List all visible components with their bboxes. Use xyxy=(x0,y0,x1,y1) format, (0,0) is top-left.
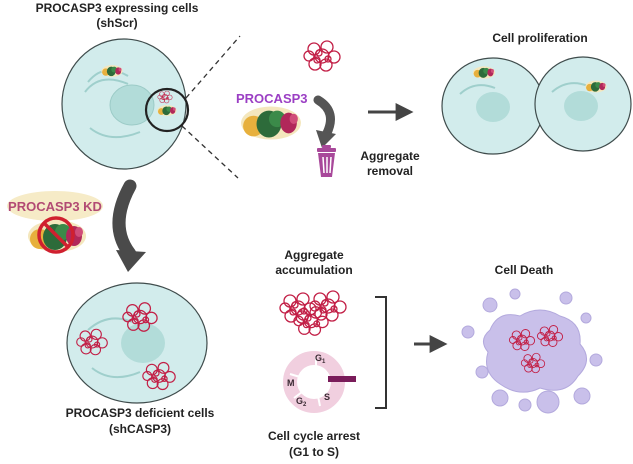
procasp3-protein-icon xyxy=(101,65,123,77)
curved-down-arrow-icon xyxy=(112,179,137,261)
shscr-cell xyxy=(61,38,190,170)
aggregate-removal-label-1: Aggregate xyxy=(360,149,420,163)
kd-label-bg xyxy=(7,191,103,221)
cycle-g2: G2 xyxy=(296,396,307,408)
deficient-subtitle: (shCASP3) xyxy=(109,422,171,436)
aggregate-cluster-icon xyxy=(279,290,347,336)
zoom-circle xyxy=(144,87,190,133)
curved-arrow-icon xyxy=(313,95,335,140)
cell-cycle-diagram: G1 M G2 S xyxy=(283,351,356,413)
shscr-subtitle: (shScr) xyxy=(96,16,137,30)
procasp3-protein-icon xyxy=(472,66,496,79)
trash-icon xyxy=(317,145,336,177)
deficient-title: PROCASP3 deficient cells xyxy=(66,406,215,420)
curved-down-arrow-head xyxy=(116,250,146,272)
aggregate-accumulation-label-2: accumulation xyxy=(275,263,352,277)
aggregate-cluster-icon xyxy=(302,39,342,73)
cycle-g1: G1 xyxy=(315,353,326,365)
procasp3-protein-icon xyxy=(157,105,177,116)
cycle-s: S xyxy=(324,392,330,402)
zoom-line-top xyxy=(185,35,241,99)
cycle-arrest-label-2: (G1 to S) xyxy=(289,445,339,459)
aggregate-accumulation-label-1: Aggregate xyxy=(284,248,344,262)
dividing-cells xyxy=(441,56,632,155)
procasp3-protein-icon xyxy=(241,106,301,140)
bracket xyxy=(375,296,387,409)
shcasp3-cell xyxy=(66,282,208,404)
arrest-bar xyxy=(328,376,356,382)
cell-death-label: Cell Death xyxy=(495,263,554,277)
aggregate-removal-label-2: removal xyxy=(367,164,413,178)
procasp3-kd-label: PROCASP3 KD xyxy=(8,199,102,214)
cycle-arrest-label-1: Cell cycle arrest xyxy=(268,429,360,443)
procasp3-protein-icon xyxy=(585,80,607,93)
shscr-title: PROCASP3 expressing cells xyxy=(36,1,199,15)
dying-cell xyxy=(461,288,603,414)
no-symbol-icon xyxy=(37,216,75,254)
cell-proliferation-label: Cell proliferation xyxy=(492,31,587,45)
cycle-m: M xyxy=(287,378,295,388)
zoom-line-bottom xyxy=(181,125,239,179)
curved-arrow-head xyxy=(316,130,336,148)
procasp3-label: PROCASP3 xyxy=(236,91,308,106)
